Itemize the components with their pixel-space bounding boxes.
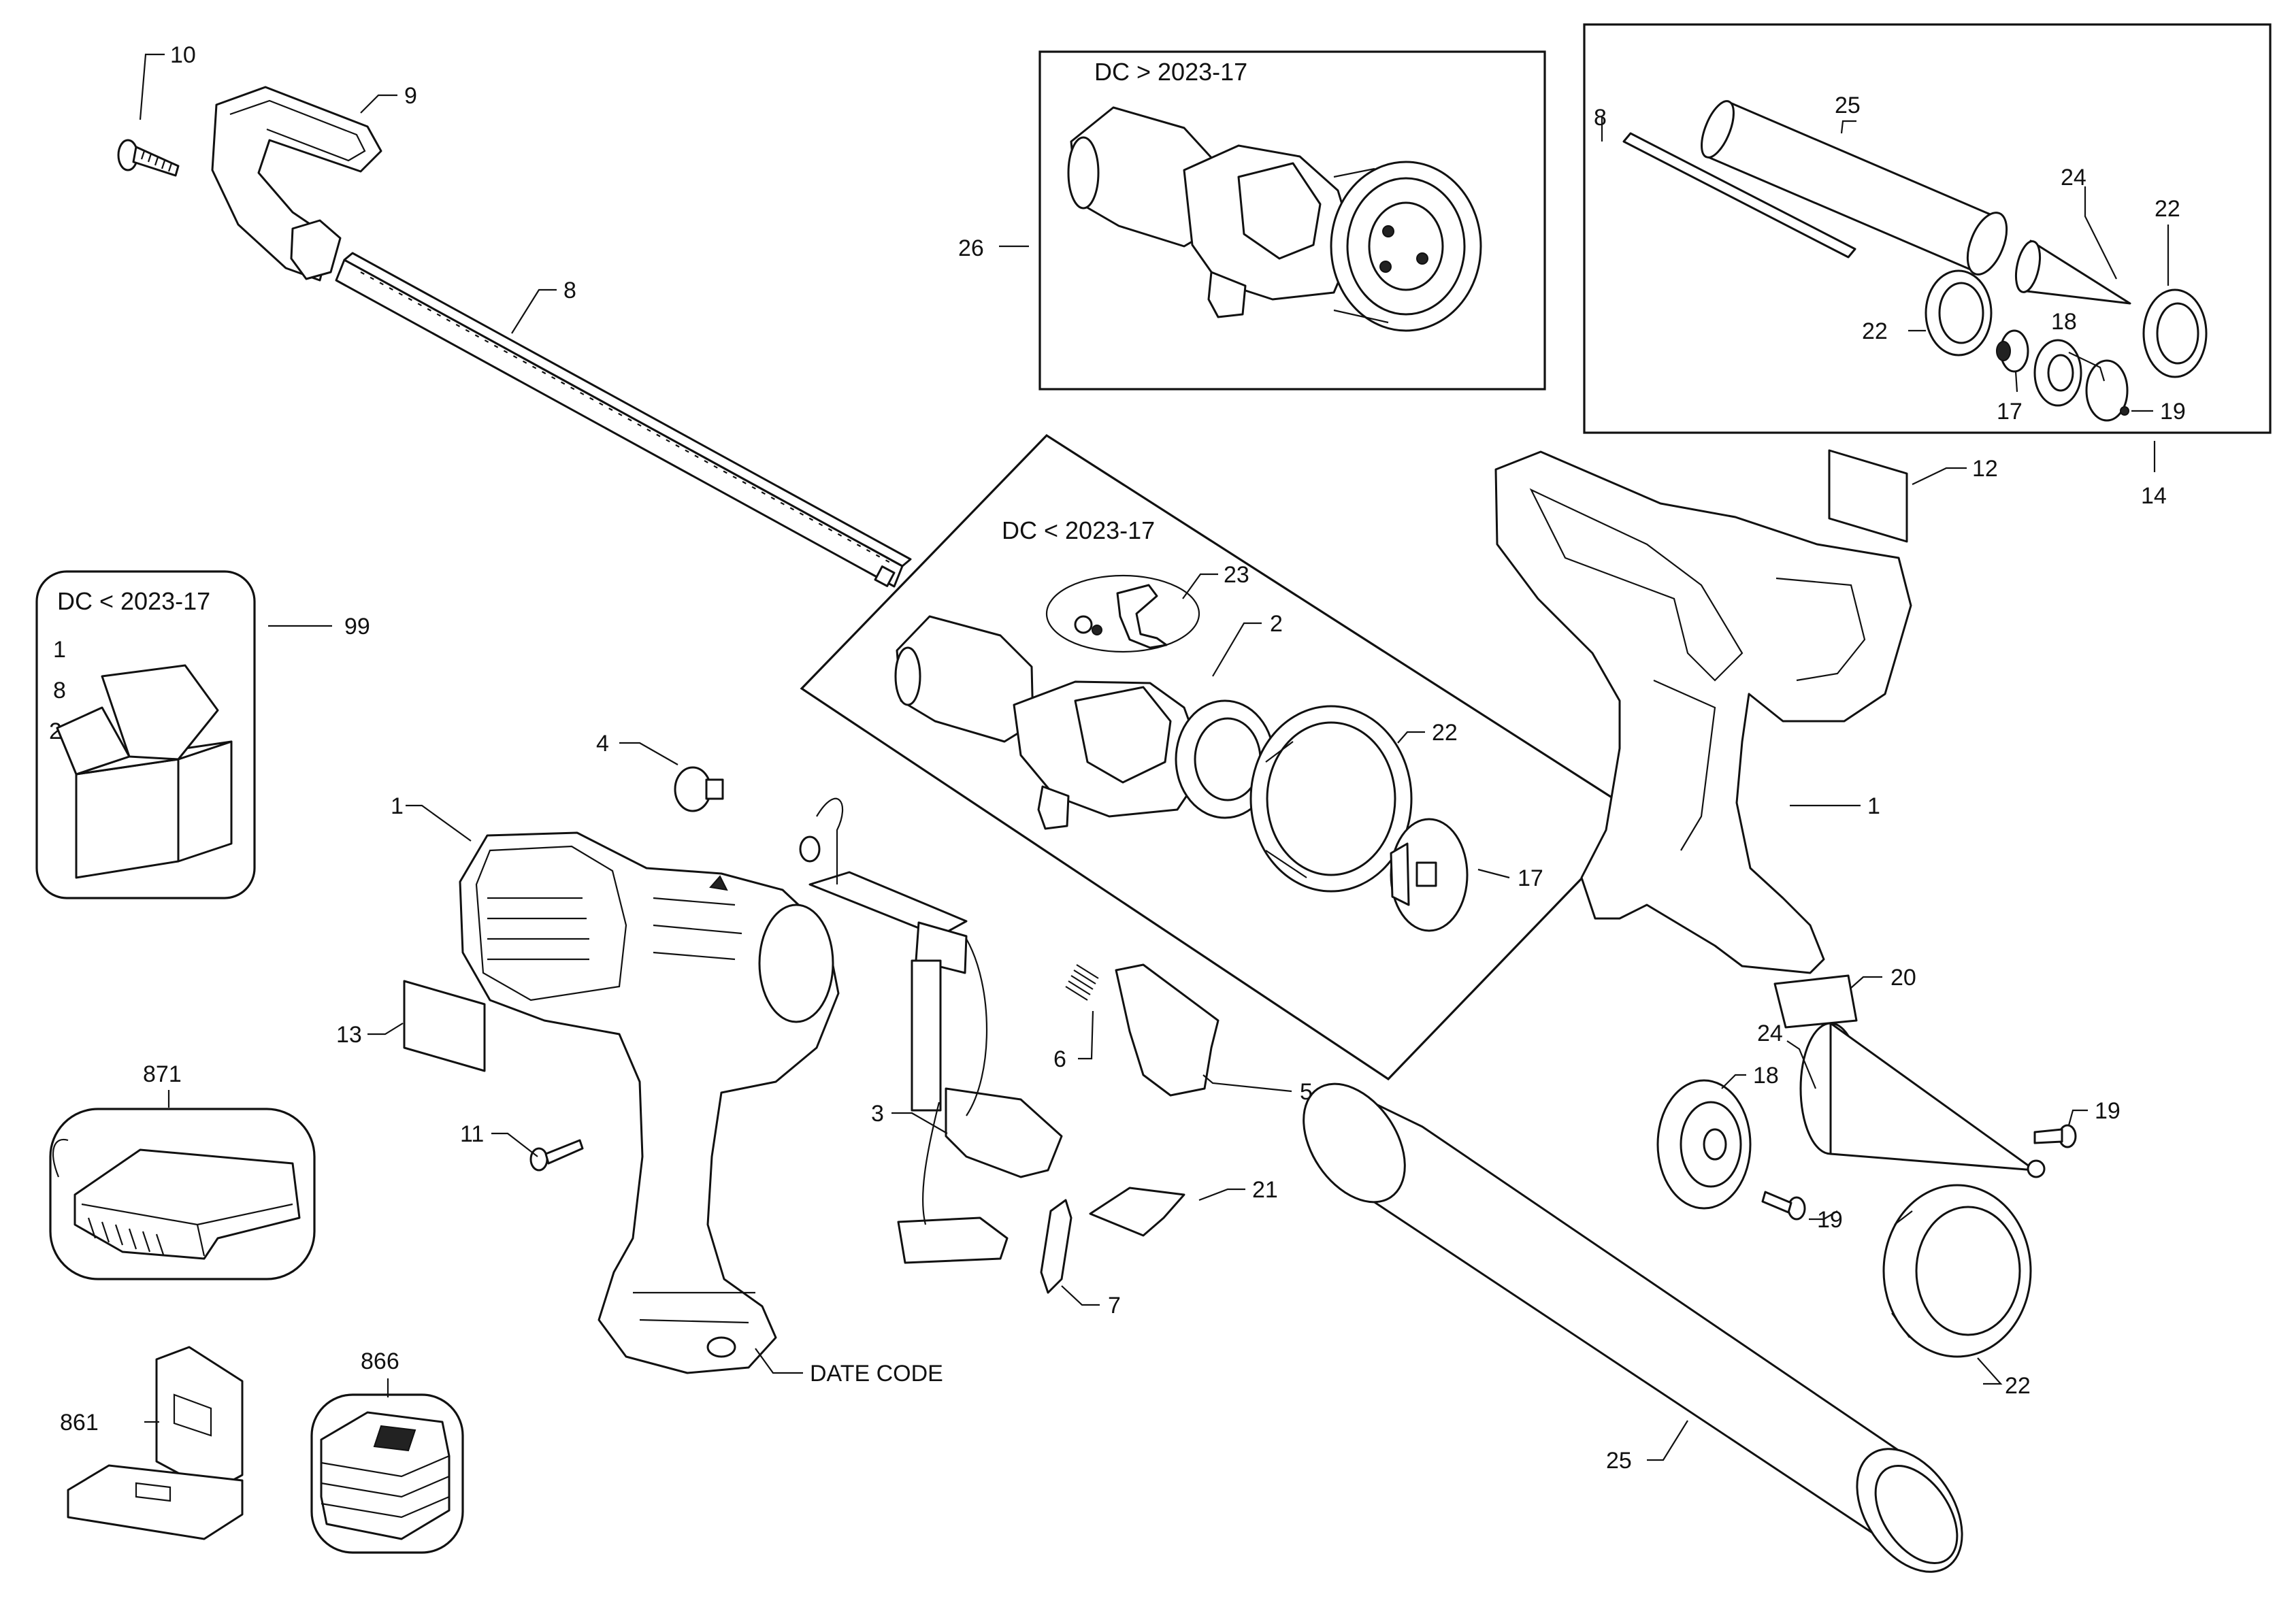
leader-lines bbox=[139, 53, 2170, 1461]
switch-wiring-3-drawing bbox=[799, 797, 1063, 1264]
spring-6-drawing bbox=[1065, 964, 1099, 1001]
label-part-26: 26 bbox=[958, 235, 984, 261]
clip-7-drawing bbox=[1040, 1199, 1073, 1294]
label-part-99: 99 bbox=[344, 614, 370, 640]
trigger-5-drawing bbox=[1115, 963, 1219, 1097]
label-part-22-kit-a: 22 bbox=[2155, 196, 2180, 222]
nozzle-24-right-drawing bbox=[1799, 1022, 2046, 1178]
label-part-21: 21 bbox=[1252, 1177, 1278, 1203]
label-part-24-right: 24 bbox=[1757, 1021, 1783, 1046]
kit-nozzle-24-drawing bbox=[2014, 239, 2131, 305]
screw-10-drawing bbox=[117, 139, 180, 177]
label-part-1-left: 1 bbox=[391, 793, 404, 819]
label-part-22-mid: 22 bbox=[1432, 720, 1458, 746]
plunger-18-right-drawing bbox=[1656, 1079, 1752, 1210]
label-part-2: 2 bbox=[1270, 611, 1283, 637]
charger-871-drawing bbox=[52, 1138, 301, 1260]
kit-item-2: 8 bbox=[53, 678, 66, 703]
label-part-20: 20 bbox=[1890, 965, 1916, 991]
label-part-866: 866 bbox=[361, 1348, 399, 1374]
label-part-3: 3 bbox=[871, 1101, 884, 1127]
label-part-25-kit: 25 bbox=[1835, 93, 1861, 118]
kit-cap-22b-drawing bbox=[1925, 269, 1993, 357]
case-861-drawing bbox=[67, 1346, 244, 1540]
motor-gearbox-2-drawing bbox=[894, 615, 1275, 830]
label-part-24-kit: 24 bbox=[2061, 165, 2086, 190]
label-part-22-right: 22 bbox=[2005, 1373, 2031, 1399]
label-part-23: 23 bbox=[1224, 562, 1249, 588]
kit-tube-25-drawing bbox=[1701, 100, 2008, 276]
kit-box-frame bbox=[35, 570, 256, 899]
label-part-18-kit: 18 bbox=[2051, 309, 2077, 335]
kit-item-1: 1 bbox=[53, 637, 66, 663]
screw-11-drawing bbox=[529, 1139, 584, 1172]
kit-plunger-18-drawing bbox=[2033, 339, 2082, 407]
label-part-19-right-b: 19 bbox=[1817, 1207, 1843, 1233]
label-13-drawing bbox=[403, 980, 486, 1072]
label-part-19-right-a: 19 bbox=[2095, 1098, 2121, 1124]
label-part-871: 871 bbox=[143, 1061, 182, 1087]
label-part-8-rod: 8 bbox=[563, 278, 576, 303]
nozzle-label-20-drawing bbox=[1773, 974, 1858, 1029]
knob-4-drawing bbox=[674, 766, 724, 812]
kit-rod-8-drawing bbox=[1622, 132, 1856, 259]
housing-1-left-drawing bbox=[459, 831, 840, 1374]
label-part-9: 9 bbox=[404, 83, 417, 109]
label-12-drawing bbox=[1828, 449, 1908, 543]
label-part-13: 13 bbox=[336, 1022, 362, 1048]
tube-25-right-drawing bbox=[1303, 1082, 1963, 1573]
kit-cap-22a-drawing bbox=[2142, 288, 2208, 378]
screw-19a-drawing bbox=[2033, 1124, 2077, 1148]
housing-1-right-drawing bbox=[1494, 450, 1912, 974]
handle-9-drawing bbox=[211, 86, 382, 282]
label-part-17-kit: 17 bbox=[1997, 399, 2023, 425]
inset-dc-new-title: DC > 2023-17 bbox=[1094, 58, 1247, 86]
label-date-code: DATE CODE bbox=[810, 1361, 943, 1387]
motor-gearbox-26-drawing bbox=[1067, 106, 1482, 332]
label-part-17-mid: 17 bbox=[1518, 865, 1543, 891]
inset-dc-new-frame bbox=[1038, 50, 1546, 391]
ring-22-mid-drawing bbox=[1249, 705, 1413, 893]
label-part-861: 861 bbox=[60, 1410, 99, 1436]
label-part-12: 12 bbox=[1972, 456, 1998, 482]
plunger-17-mid-drawing bbox=[1390, 818, 1469, 932]
label-part-1-right: 1 bbox=[1867, 793, 1880, 819]
label-part-11: 11 bbox=[460, 1121, 484, 1147]
label-part-6: 6 bbox=[1053, 1046, 1066, 1072]
rod-8-drawing bbox=[335, 252, 912, 588]
battery-866-drawing bbox=[320, 1411, 451, 1540]
label-part-19-kit: 19 bbox=[2160, 399, 2186, 425]
kit-box-title: DC < 2023-17 bbox=[57, 587, 210, 615]
label-part-7: 7 bbox=[1108, 1293, 1121, 1319]
label-part-5: 5 bbox=[1300, 1079, 1313, 1105]
kit-oring-drawing bbox=[2085, 359, 2129, 422]
label-part-10: 10 bbox=[170, 42, 196, 68]
inset-dc-old-title: DC < 2023-17 bbox=[1002, 516, 1155, 544]
kit-plunger-17-drawing bbox=[1996, 329, 2029, 373]
kit-box-icon bbox=[56, 664, 233, 879]
label-part-22-kit-b: 22 bbox=[1862, 318, 1888, 344]
label-part-25-right: 25 bbox=[1606, 1448, 1632, 1474]
cap-22-right-drawing bbox=[1882, 1184, 2032, 1358]
label-part-8-kit: 8 bbox=[1594, 105, 1607, 131]
label-21-drawing bbox=[1089, 1187, 1185, 1237]
label-part-18-right: 18 bbox=[1753, 1063, 1779, 1089]
lever-23-drawing bbox=[1045, 574, 1200, 653]
screw-19b-drawing bbox=[1761, 1191, 1806, 1221]
inset-cartridge-kit-frame bbox=[1583, 23, 2272, 434]
label-part-4: 4 bbox=[596, 731, 609, 757]
label-part-14: 14 bbox=[2141, 483, 2167, 509]
